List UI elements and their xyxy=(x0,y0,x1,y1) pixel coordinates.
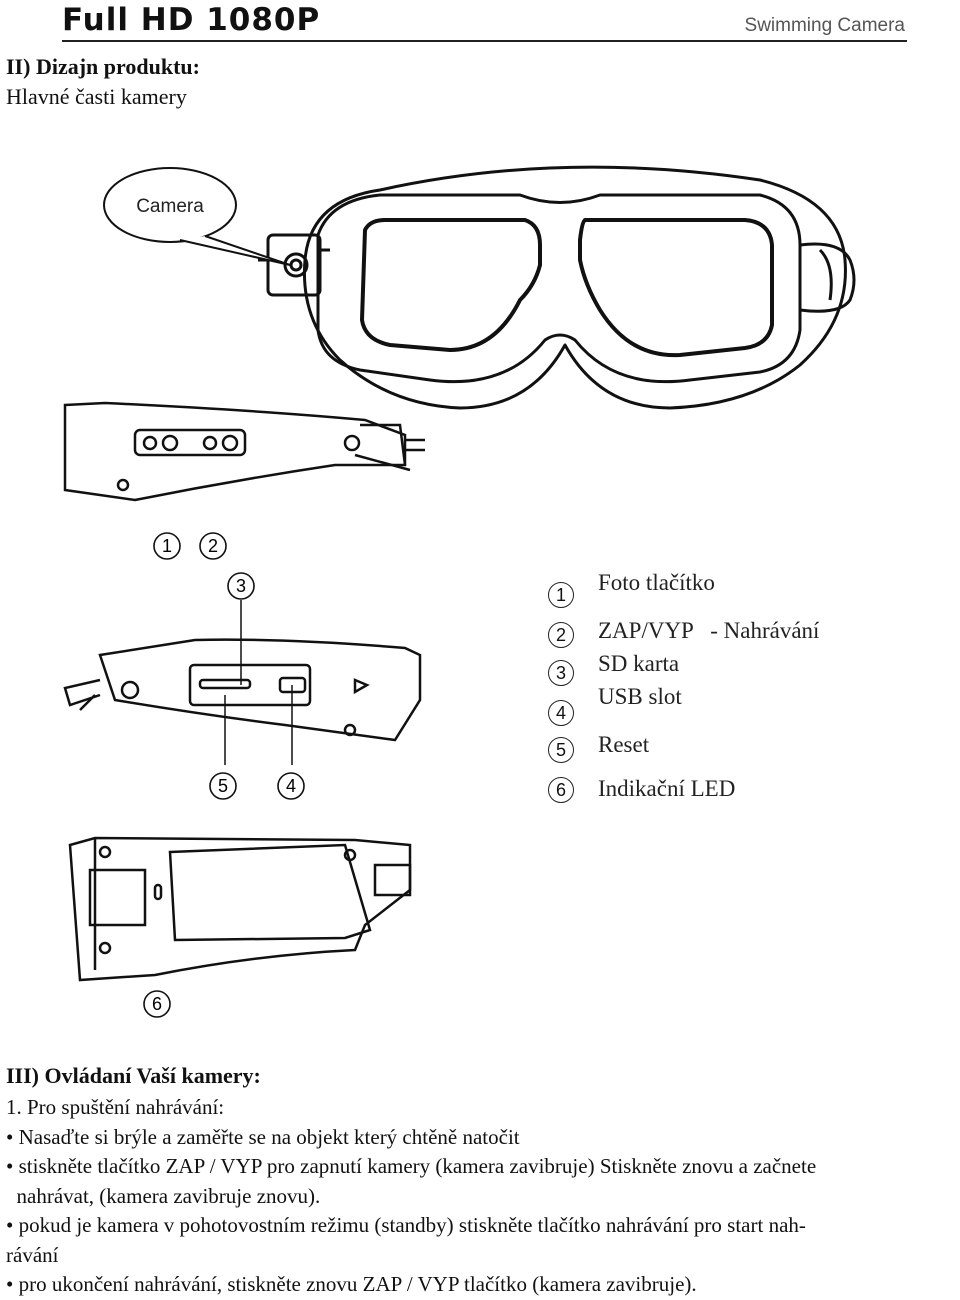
legend-label-usb-slot: USB slot xyxy=(598,684,682,709)
legend-label-sd-card: SD karta xyxy=(598,651,680,676)
camera-slot-view xyxy=(63,600,422,765)
instruction-line: • Nasaďte si brýle a zaměřte se na objek… xyxy=(6,1124,520,1149)
legend-label-power-record: ZAP/VYP - Nahrávání xyxy=(598,618,820,643)
legend-label-photo-button: Foto tlačítko xyxy=(598,570,715,595)
camera-led-view xyxy=(68,836,412,982)
instruction-line: • stiskněte tlačítko ZAP / VYP pro zapnu… xyxy=(6,1154,817,1178)
legend-label-reset: Reset xyxy=(598,732,650,757)
section-subheading-parts: Hlavné časti kamery xyxy=(6,84,187,109)
marker-2: 2 xyxy=(208,536,218,556)
document-title: Full HD 1080P xyxy=(62,2,321,38)
document-subtitle: Swimming Camera xyxy=(744,15,905,36)
instructions-text: 1. Pro spuštění nahrávání: • Nasaďte si … xyxy=(6,1093,956,1300)
legend-number-2: 2 xyxy=(548,622,574,648)
instruction-line: • pro ukončení nahrávání, stiskněte znov… xyxy=(6,1272,697,1296)
marker-1: 1 xyxy=(162,536,172,556)
step-heading: 1. Pro spuštění nahrávání: xyxy=(6,1095,225,1119)
camera-callout-label: Camera xyxy=(136,196,204,217)
instruction-line: rávání xyxy=(6,1242,59,1267)
marker-4: 4 xyxy=(286,776,296,796)
legend-number-4: 4 xyxy=(548,700,574,726)
section-heading-controls: III) Ovládaní Vaší kamery: xyxy=(6,1063,261,1088)
header-rule xyxy=(62,40,907,42)
marker-3: 3 xyxy=(236,576,246,596)
goggles-illustration: Camera xyxy=(103,165,856,410)
legend-number-1: 1 xyxy=(548,582,574,608)
legend-number-3: 3 xyxy=(548,660,574,686)
legend-label-led: Indikační LED xyxy=(598,776,736,801)
legend-number-5: 5 xyxy=(548,737,574,763)
marker-5: 5 xyxy=(218,776,228,796)
marker-6: 6 xyxy=(152,994,162,1014)
legend-number-6: 6 xyxy=(548,777,574,803)
instruction-line: nahrávat, (kamera zavibruje znovu). xyxy=(6,1183,321,1208)
section-heading-design: II) Dizajn produktu: xyxy=(6,54,200,79)
camera-top-view xyxy=(63,401,425,502)
instruction-line: • pokud je kamera v pohotovostním režimu… xyxy=(6,1213,806,1237)
